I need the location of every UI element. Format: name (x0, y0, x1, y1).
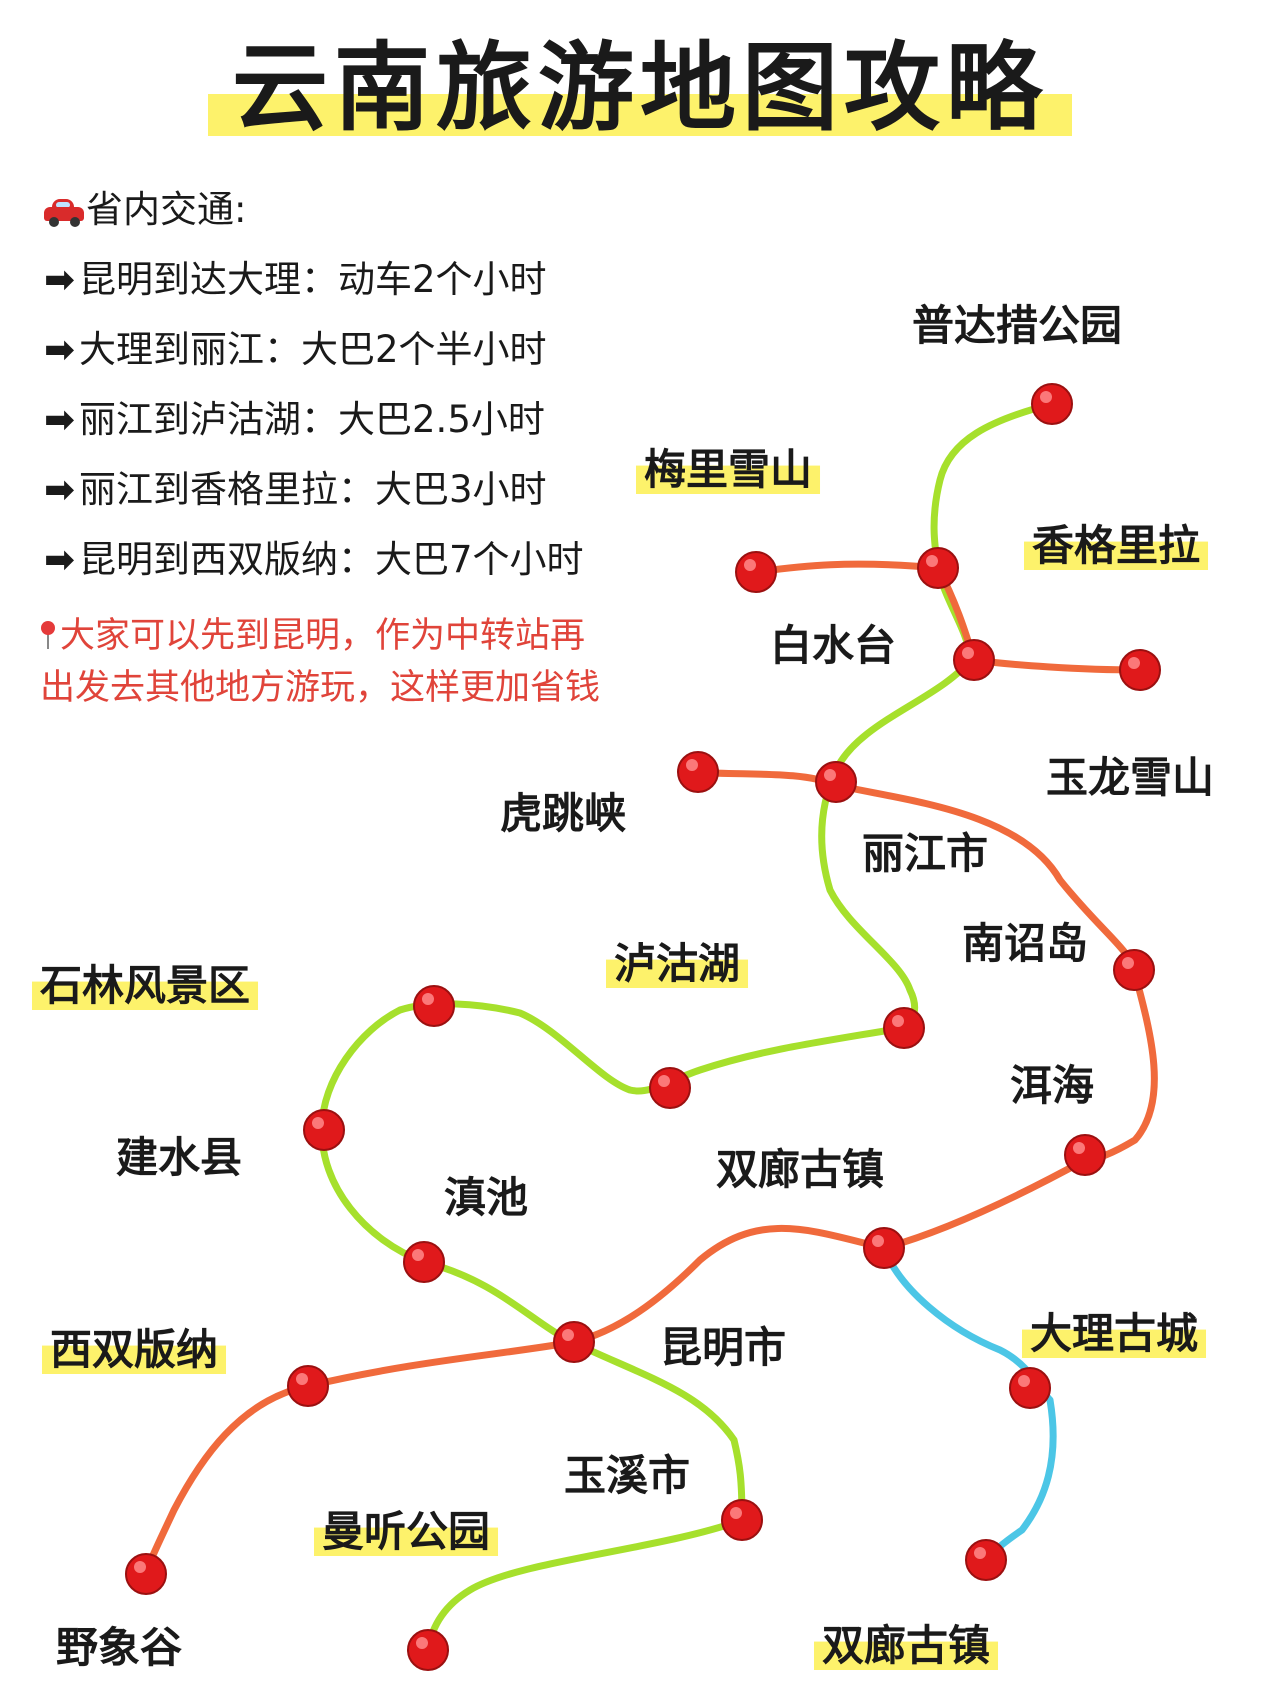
page-title: 云南旅游地图攻略 (208, 28, 1072, 148)
map-label-baishuitai: 白水台 (770, 621, 896, 670)
route-green-south (424, 1516, 746, 1654)
location-marker[interactable] (735, 551, 777, 593)
route-green-north (818, 400, 1056, 1032)
location-marker[interactable] (553, 1321, 595, 1363)
location-marker[interactable] (1009, 1367, 1051, 1409)
route-text: 大理到丽江：大巴2个半小时 (79, 328, 547, 371)
tip-text: 大家可以先到昆明，作为中转站再出发去其他地方游玩，这样更加省钱 (40, 616, 601, 708)
location-marker[interactable] (407, 1629, 449, 1671)
map-label-pudacuo: 普达措公园 (912, 301, 1122, 350)
route-orange-meili (752, 560, 942, 576)
map-label-yulong: 玉龙雪山 (1046, 753, 1214, 802)
map-label-meili: 梅里雪山 (644, 445, 812, 494)
title-banner: 云南旅游地图攻略 (0, 28, 1280, 148)
location-marker[interactable] (287, 1365, 329, 1407)
map-label-shuanglang1: 双廊古镇 (716, 1145, 884, 1194)
label-highlight-shangri-la (1024, 541, 1209, 570)
location-marker[interactable] (403, 1241, 445, 1283)
map-label-dali: 大理古城 (1030, 1309, 1198, 1358)
route-line: ➡昆明到西双版纳：大巴7个小时 (44, 536, 644, 606)
route-text: 丽江到香格里拉：大巴3小时 (79, 468, 547, 511)
pin-icon (40, 621, 56, 649)
map-label-erhai: 洱海 (1010, 1061, 1094, 1110)
label-highlights (32, 465, 1209, 1670)
location-marker[interactable] (303, 1109, 345, 1151)
transport-heading: 省内交通: (44, 186, 644, 256)
location-marker[interactable] (649, 1067, 691, 1109)
route-text: 丽江到泸沽湖：大巴2.5小时 (79, 398, 545, 441)
map-label-shilin: 石林风景区 (40, 961, 250, 1010)
arrow-right-icon: ➡ (44, 468, 76, 511)
map-label-shangri-la: 香格里拉 (1032, 521, 1200, 570)
transport-heading-text: 省内交通: (86, 188, 247, 231)
label-highlight-dali (1022, 1329, 1207, 1358)
location-marker[interactable] (965, 1539, 1007, 1581)
location-marker[interactable] (413, 985, 455, 1027)
label-highlight-shilin (32, 981, 259, 1010)
map-label-kunming: 昆明市 (660, 1323, 786, 1372)
location-marker[interactable] (677, 751, 719, 793)
map-label-shuanglang2: 双廊古镇 (822, 1621, 990, 1670)
location-marker[interactable] (863, 1227, 905, 1269)
map-label-nanzhao: 南诏岛 (962, 919, 1088, 968)
arrow-right-icon: ➡ (44, 328, 76, 371)
location-marker[interactable] (125, 1553, 167, 1595)
map-label-jianshui: 建水县 (116, 1133, 242, 1182)
route-line: ➡丽江到泸沽湖：大巴2.5小时 (44, 396, 644, 466)
route-text: 昆明到达大理：动车2个小时 (79, 258, 547, 301)
label-highlight-lugu (606, 959, 749, 988)
location-marker[interactable] (1031, 383, 1073, 425)
location-marker[interactable] (1064, 1134, 1106, 1176)
arrow-right-icon: ➡ (44, 538, 76, 581)
transport-info: 省内交通: ➡昆明到达大理：动车2个小时 ➡大理到丽江：大巴2个半小时 ➡丽江到… (44, 186, 644, 606)
map-label-lugu: 泸沽湖 (614, 939, 740, 988)
map-label-hutiaoxia: 虎跳峡 (500, 789, 626, 838)
arrow-right-icon: ➡ (44, 398, 76, 441)
label-highlight-meili (636, 465, 821, 494)
label-highlight-mantin (314, 1527, 499, 1556)
tip-note: 大家可以先到昆明，作为中转站再出发去其他地方游玩，这样更加省钱 (40, 610, 600, 714)
map-label-dianchi: 滇池 (444, 1173, 528, 1222)
map-label-yuxi: 玉溪市 (564, 1451, 690, 1500)
route-line: ➡大理到丽江：大巴2个半小时 (44, 326, 644, 396)
route-line: ➡丽江到香格里拉：大巴3小时 (44, 466, 644, 536)
location-marker[interactable] (917, 547, 959, 589)
location-marker[interactable] (1113, 949, 1155, 991)
location-marker[interactable] (883, 1007, 925, 1049)
location-marker[interactable] (953, 639, 995, 681)
map-label-lijiang: 丽江市 (862, 829, 988, 878)
map-label-xishuangbanna: 西双版纳 (50, 1325, 218, 1374)
label-highlight-shuanglang2 (814, 1641, 999, 1670)
location-marker[interactable] (721, 1499, 763, 1541)
car-icon (44, 198, 84, 227)
location-marker[interactable] (815, 761, 857, 803)
location-marker[interactable] (1119, 649, 1161, 691)
map-label-yexianggu: 野象谷 (56, 1623, 182, 1672)
route-text: 昆明到西双版纳：大巴7个小时 (79, 538, 584, 581)
arrow-right-icon: ➡ (44, 258, 76, 301)
label-highlight-xishuangbanna (42, 1345, 227, 1374)
map-label-mantin: 曼听公园 (322, 1507, 490, 1556)
route-orange-kunming (142, 1224, 888, 1578)
route-line: ➡昆明到达大理：动车2个小时 (44, 256, 644, 326)
route-blue-dali (880, 1244, 1057, 1564)
location-markers (125, 383, 1161, 1671)
